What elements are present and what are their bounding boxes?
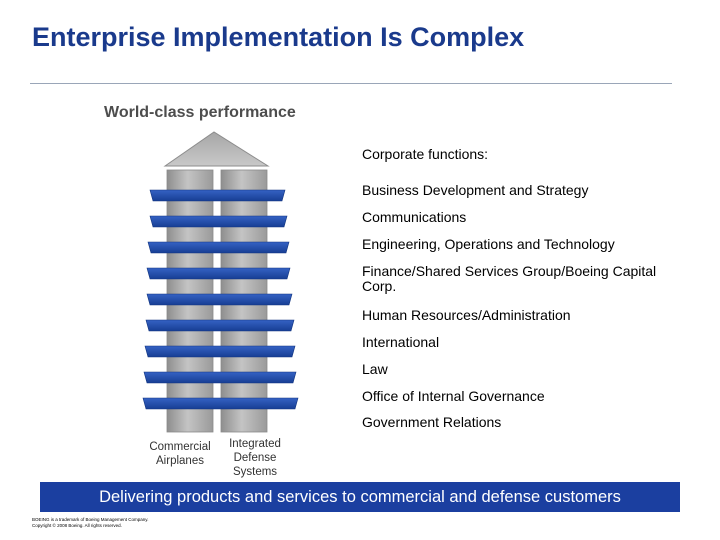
roof-shape: [163, 131, 270, 167]
copyright-line: Copyright © 2008 Boeing. All rights rese…: [32, 523, 122, 528]
function-item-finance: Finance/Shared Services Group/Boeing Cap…: [362, 263, 657, 294]
function-item-human-resources: Human Resources/Administration: [362, 307, 571, 323]
function-item-business-development: Business Development and Strategy: [362, 182, 589, 198]
function-band: [142, 397, 299, 410]
slide-title: Enterprise Implementation Is Complex: [32, 22, 525, 52]
function-item-law: Law: [362, 361, 388, 377]
function-item-government-relations: Government Relations: [362, 414, 502, 430]
copyright-footnote: BOEING is a trademark of Boeing Manageme…: [32, 517, 148, 529]
function-band: [147, 241, 290, 254]
function-item-engineering: Engineering, Operations and Technology: [362, 236, 615, 252]
function-bands: [142, 189, 299, 410]
function-item-communications: Communications: [362, 209, 467, 225]
trademark-line: BOEING is a trademark of Boeing Manageme…: [32, 517, 149, 522]
corporate-functions-heading: Corporate functions:: [362, 146, 489, 162]
subtitle: World-class performance: [104, 104, 296, 121]
function-band: [146, 293, 293, 306]
delivery-banner: Delivering products and services to comm…: [40, 482, 680, 512]
function-band: [143, 371, 297, 384]
pillar-label-commercial-airplanes: Commercial Airplanes: [149, 441, 211, 467]
function-band: [149, 215, 288, 228]
function-band: [144, 345, 296, 358]
function-item-international: International: [362, 334, 440, 350]
pillar-label-integrated-defense: Integrated Defense Systems: [229, 438, 281, 478]
function-band: [149, 189, 286, 202]
function-band: [146, 267, 291, 280]
function-item-internal-governance: Office of Internal Governance: [362, 388, 545, 404]
title-divider: [30, 83, 672, 84]
function-band: [145, 319, 295, 332]
